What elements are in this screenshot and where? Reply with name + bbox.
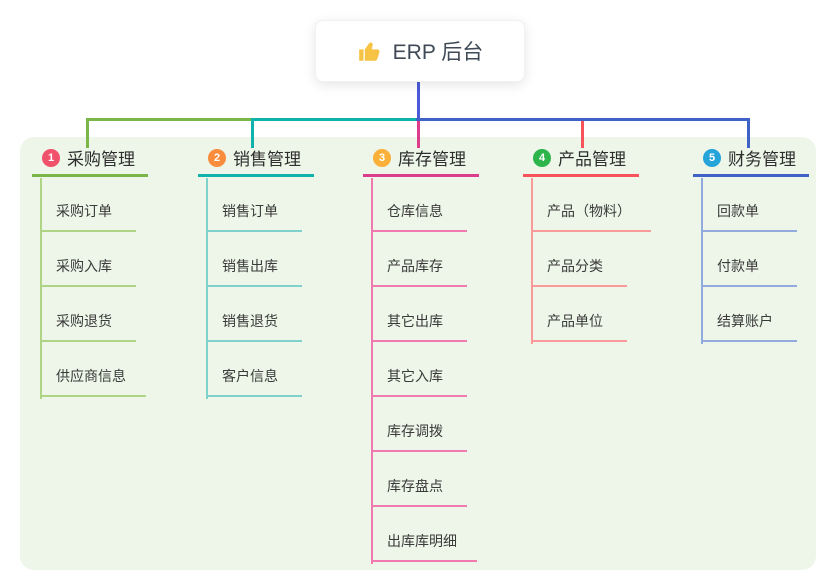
- drop-line-purchase: [86, 118, 89, 148]
- branch-header-purchase[interactable]: 1 采购管理: [32, 147, 148, 177]
- branch-child-connector: [701, 178, 703, 344]
- child-label: 供应商信息: [40, 366, 146, 397]
- badge-1: 1: [42, 148, 60, 167]
- child-node[interactable]: 其它出库: [371, 287, 479, 342]
- root-label: ERP 后台: [392, 41, 484, 64]
- child-node[interactable]: 产品（物料）: [531, 177, 651, 232]
- child-label: 其它出库: [371, 311, 467, 342]
- branch-child-connector: [40, 178, 42, 399]
- child-label: 采购订单: [40, 201, 136, 232]
- branches-background-panel: [20, 137, 816, 570]
- child-label: 库存调拨: [371, 421, 467, 452]
- child-label: 产品库存: [371, 256, 467, 287]
- branch-label: 销售管理: [233, 150, 301, 169]
- drop-line-product: [581, 121, 584, 148]
- branch-header-sales[interactable]: 2 销售管理: [198, 147, 314, 177]
- child-node[interactable]: 其它入库: [371, 342, 479, 397]
- root-connector-line: [417, 80, 420, 120]
- child-label: 销售订单: [206, 201, 302, 232]
- bus-segment-purchase: [86, 118, 253, 121]
- child-node[interactable]: 产品单位: [531, 287, 651, 342]
- child-label: 其它入库: [371, 366, 467, 397]
- branch-label: 产品管理: [558, 150, 626, 169]
- child-node[interactable]: 供应商信息: [40, 342, 148, 397]
- child-node[interactable]: 出库库明细: [371, 507, 479, 562]
- branch-child-connector: [531, 178, 533, 344]
- child-label: 出库库明细: [371, 531, 477, 562]
- child-node[interactable]: 回款单: [701, 177, 809, 232]
- child-node[interactable]: 销售订单: [206, 177, 314, 232]
- child-label: 结算账户: [701, 311, 797, 342]
- branch-header-finance[interactable]: 5 财务管理: [693, 147, 809, 177]
- branch-label: 库存管理: [398, 150, 466, 169]
- child-node[interactable]: 销售退货: [206, 287, 314, 342]
- root-node[interactable]: ERP 后台: [315, 20, 525, 82]
- child-node[interactable]: 采购入库: [40, 232, 148, 287]
- branch-child-connector: [206, 178, 208, 399]
- child-node[interactable]: 付款单: [701, 232, 809, 287]
- child-node[interactable]: 采购订单: [40, 177, 148, 232]
- child-node[interactable]: 仓库信息: [371, 177, 479, 232]
- branch-inventory: 3 库存管理 仓库信息 产品库存 其它出库 其它入库 库存调拨 库存盘点 出库库…: [363, 147, 479, 564]
- child-label: 客户信息: [206, 366, 302, 397]
- child-node[interactable]: 结算账户: [701, 287, 809, 342]
- branch-purchase: 1 采购管理 采购订单 采购入库 采购退货 供应商信息: [32, 147, 148, 399]
- bus-segment-sales: [251, 118, 418, 121]
- child-node[interactable]: 库存盘点: [371, 452, 479, 507]
- child-node[interactable]: 销售出库: [206, 232, 314, 287]
- child-node[interactable]: 客户信息: [206, 342, 314, 397]
- child-label: 销售退货: [206, 311, 302, 342]
- child-label: 采购退货: [40, 311, 136, 342]
- child-label: 产品分类: [531, 256, 627, 287]
- child-label: 回款单: [701, 201, 797, 232]
- branch-header-product[interactable]: 4 产品管理: [523, 147, 639, 177]
- child-label: 产品（物料）: [531, 201, 651, 232]
- branch-child-connector: [371, 178, 373, 564]
- branch-finance: 5 财务管理 回款单 付款单 结算账户: [693, 147, 809, 344]
- thumbs-up-icon: [357, 38, 383, 64]
- branch-label: 财务管理: [728, 150, 796, 169]
- drop-line-inventory: [417, 121, 420, 148]
- drop-line-finance: [747, 118, 750, 148]
- badge-4: 4: [533, 148, 551, 167]
- child-node[interactable]: 库存调拨: [371, 397, 479, 452]
- badge-3: 3: [373, 148, 391, 167]
- branch-label: 采购管理: [67, 150, 135, 169]
- child-node[interactable]: 产品分类: [531, 232, 651, 287]
- badge-5: 5: [703, 148, 721, 167]
- child-label: 付款单: [701, 256, 797, 287]
- drop-line-sales: [251, 118, 254, 148]
- child-label: 采购入库: [40, 256, 136, 287]
- child-label: 销售出库: [206, 256, 302, 287]
- child-label: 仓库信息: [371, 201, 467, 232]
- bus-segment-finance: [416, 118, 750, 121]
- badge-2: 2: [208, 148, 226, 167]
- branch-header-inventory[interactable]: 3 库存管理: [363, 147, 479, 177]
- child-node[interactable]: 采购退货: [40, 287, 148, 342]
- branch-product: 4 产品管理 产品（物料） 产品分类 产品单位: [523, 147, 651, 344]
- branch-sales: 2 销售管理 销售订单 销售出库 销售退货 客户信息: [198, 147, 314, 399]
- child-label: 产品单位: [531, 311, 627, 342]
- child-label: 库存盘点: [371, 476, 467, 507]
- child-node[interactable]: 产品库存: [371, 232, 479, 287]
